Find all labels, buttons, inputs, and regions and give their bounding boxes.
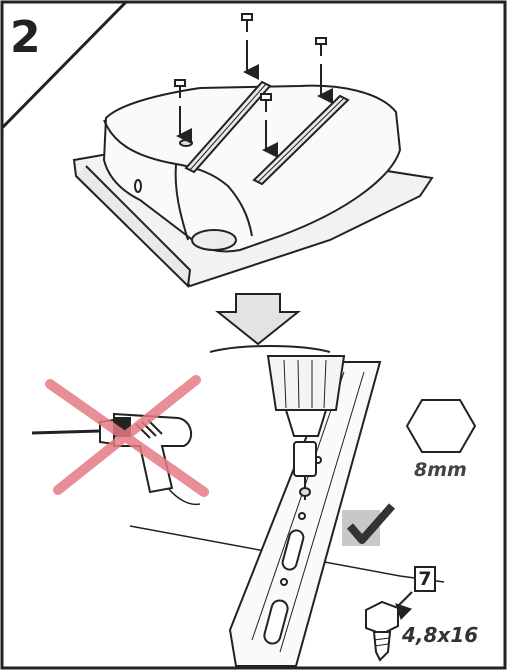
step-number: 2 [10,12,41,63]
screw-4 [260,93,278,158]
hex-screw-icon [365,591,413,662]
screw-size-label: 4,8x16 [402,623,479,647]
checkmark-icon [346,503,395,544]
hex-bit-size-label: 8mm [414,459,467,481]
hexagon-icon [405,399,477,453]
step-corner-divider [0,0,128,130]
base-assembly [72,80,434,289]
screw-3 [174,79,192,144]
screw-1 [241,13,259,80]
screw-2 [315,37,333,104]
screws-top [174,13,333,158]
part-number: 7 [418,568,432,590]
drill-chuck [209,345,346,500]
part-number-box: 7 [414,566,436,592]
red-cross-icon [45,375,209,497]
down-arrow-icon [215,293,301,346]
